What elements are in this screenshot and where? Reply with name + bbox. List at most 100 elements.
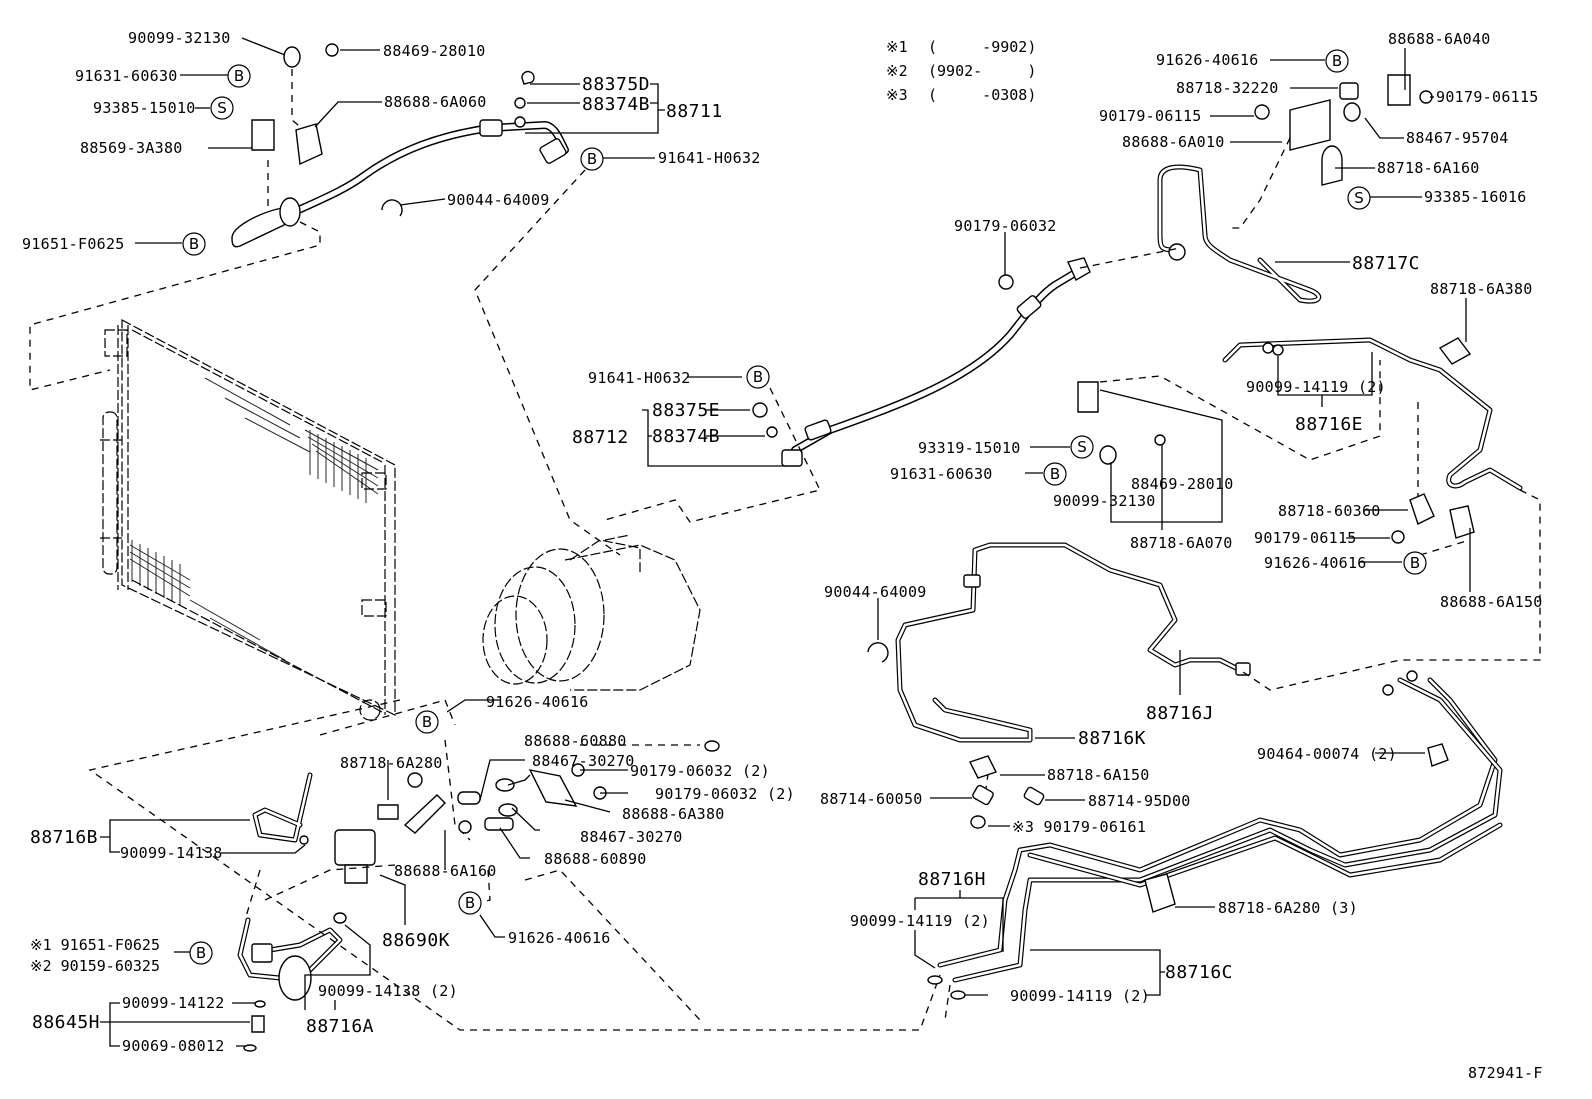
part-label[interactable]: 88716K xyxy=(1078,728,1146,749)
part-label[interactable]: 90179-06115 xyxy=(1099,107,1202,125)
svg-text:S: S xyxy=(1077,438,1087,456)
bolt-symbol: B xyxy=(580,147,604,171)
part-label[interactable]: 88716A xyxy=(306,1016,374,1037)
part-label[interactable]: 88688-60880 xyxy=(524,732,627,750)
part-label[interactable]: 88711 xyxy=(666,101,723,122)
part-label[interactable]: 88375E xyxy=(652,400,720,421)
part-label[interactable]: 90179-06032 (2) xyxy=(655,785,795,803)
part-label[interactable]: 90179-06115 xyxy=(1436,88,1539,106)
part-label[interactable]: 88718-6A150 xyxy=(1047,766,1150,784)
part-label[interactable]: 88716E xyxy=(1295,414,1363,435)
bolt-symbol: B xyxy=(189,941,213,965)
part-label[interactable]: 88469-28010 xyxy=(1131,475,1234,493)
part-label[interactable]: 91651-F0625 xyxy=(22,235,125,253)
part-label[interactable]: 91631-60630 xyxy=(890,465,993,483)
part-label[interactable]: 88718-32220 xyxy=(1176,79,1279,97)
part-label[interactable]: 88467-30270 xyxy=(532,752,635,770)
note-3-mark: ※3 xyxy=(886,86,908,104)
part-label[interactable]: 88374B xyxy=(652,426,720,447)
part-label[interactable]: 88688-6A150 xyxy=(1440,593,1543,611)
part-label[interactable]: 90099-32130 xyxy=(1053,492,1156,510)
part-label[interactable]: 88718-6A160 xyxy=(1377,159,1480,177)
part-label[interactable]: 93385-16016 xyxy=(1424,188,1527,206)
part-label[interactable]: 88467-95704 xyxy=(1406,129,1509,147)
part-label[interactable]: 88374B xyxy=(582,94,650,115)
note-2-range: (9902- ) xyxy=(928,62,1036,80)
part-label[interactable]: 88716B xyxy=(30,827,98,848)
part-label[interactable]: 90464-00074 (2) xyxy=(1257,745,1397,763)
bolt-symbol: B xyxy=(1403,551,1427,575)
part-label[interactable]: 91631-60630 xyxy=(75,67,178,85)
part-label[interactable]: 91626-40616 xyxy=(1156,51,1259,69)
part-label[interactable]: 90179-06115 xyxy=(1254,529,1357,547)
pipe-88716J-K xyxy=(895,542,1251,743)
suction-hose-88712 xyxy=(781,257,1091,467)
part-label[interactable]: ※1 91651-F0625 xyxy=(30,936,160,954)
part-label[interactable]: 88375D xyxy=(582,74,650,95)
part-label[interactable]: 90044-64009 xyxy=(824,583,927,601)
part-label[interactable]: 88688-6A060 xyxy=(384,93,487,111)
part-label[interactable]: 88714-60050 xyxy=(820,790,923,808)
screw-symbol: S xyxy=(1347,186,1371,210)
part-label[interactable]: 88688-6A160 xyxy=(394,862,497,880)
part-label[interactable]: 88718-60360 xyxy=(1278,502,1381,520)
part-label[interactable]: 93385-15010 xyxy=(93,99,196,117)
part-label[interactable]: 91626-40616 xyxy=(486,693,589,711)
part-label[interactable]: 90179-06032 xyxy=(954,217,1057,235)
bolt-symbol: B xyxy=(182,232,206,256)
part-label[interactable]: 88690K xyxy=(382,930,450,951)
part-label[interactable]: 88688-6A040 xyxy=(1388,30,1491,48)
part-label[interactable]: 90099-14122 xyxy=(122,994,225,1012)
part-label[interactable]: 90099-32130 xyxy=(128,29,231,47)
screw-symbol: S xyxy=(1070,435,1094,459)
part-label[interactable]: 90099-14138 (2) xyxy=(318,982,458,1000)
part-label[interactable]: 90099-14119 (2) xyxy=(1246,378,1386,396)
note-2-mark: ※2 xyxy=(886,62,908,80)
svg-text:B: B xyxy=(234,67,244,85)
part-label[interactable]: ※3 90179-06161 xyxy=(1012,818,1146,836)
part-label[interactable]: 88718-6A280 xyxy=(340,754,443,772)
part-label[interactable]: 88718-6A380 xyxy=(1430,280,1533,298)
small-parts xyxy=(243,43,1475,1052)
note-3-range: ( -0308) xyxy=(928,86,1036,104)
part-label[interactable]: 91641-H0632 xyxy=(658,149,761,167)
pipe-88717C xyxy=(1157,164,1322,304)
part-label[interactable]: 90099-14119 (2) xyxy=(1010,987,1150,1005)
fastener-symbols: B S B B B S B S B B B B B xyxy=(182,49,1427,965)
part-label[interactable]: 91626-40616 xyxy=(508,929,611,947)
part-label[interactable]: 88718-6A070 xyxy=(1130,534,1233,552)
svg-text:S: S xyxy=(217,99,227,117)
part-label[interactable]: 88688-6A010 xyxy=(1122,133,1225,151)
part-label[interactable]: 88645H xyxy=(32,1012,100,1033)
part-labels: 90099-32130 88469-28010 91631-60630 9338… xyxy=(22,29,1543,1055)
part-label[interactable]: 88467-30270 xyxy=(580,828,683,846)
part-label[interactable]: 90099-14119 (2) xyxy=(850,912,990,930)
part-label[interactable]: 88688-60890 xyxy=(544,850,647,868)
svg-text:B: B xyxy=(196,944,206,962)
part-label[interactable]: 88688-6A380 xyxy=(622,805,725,823)
svg-text:S: S xyxy=(1354,189,1364,207)
part-label[interactable]: 88714-95D00 xyxy=(1088,792,1191,810)
part-label[interactable]: 88712 xyxy=(572,427,629,448)
part-label[interactable]: 88718-6A280 (3) xyxy=(1218,899,1358,917)
screw-symbol: S xyxy=(210,96,234,120)
part-label[interactable]: 88716J xyxy=(1146,703,1214,724)
bolt-symbol: B xyxy=(415,710,439,734)
part-label[interactable]: 91626-40616 xyxy=(1264,554,1367,572)
part-label[interactable]: 90099-14138 xyxy=(120,844,223,862)
part-label[interactable]: 90069-08012 xyxy=(122,1037,225,1055)
part-label[interactable]: 88716C xyxy=(1165,962,1233,983)
part-label[interactable]: 88716H xyxy=(918,869,986,890)
part-label[interactable]: 88717C xyxy=(1352,253,1420,274)
figure-id: 872941-F xyxy=(1468,1064,1543,1082)
bolt-symbol: B xyxy=(458,891,482,915)
part-label[interactable]: 91641-H0632 xyxy=(588,369,691,387)
part-label[interactable]: 90044-64009 xyxy=(447,191,550,209)
part-label[interactable]: ※2 90159-60325 xyxy=(30,957,160,975)
part-label[interactable]: 90179-06032 (2) xyxy=(630,762,770,780)
part-label[interactable]: 93319-15010 xyxy=(918,439,1021,457)
bolt-symbol: B xyxy=(1325,49,1349,73)
svg-text:B: B xyxy=(753,368,763,386)
part-label[interactable]: 88569-3A380 xyxy=(80,139,183,157)
part-label[interactable]: 88469-28010 xyxy=(383,42,486,60)
